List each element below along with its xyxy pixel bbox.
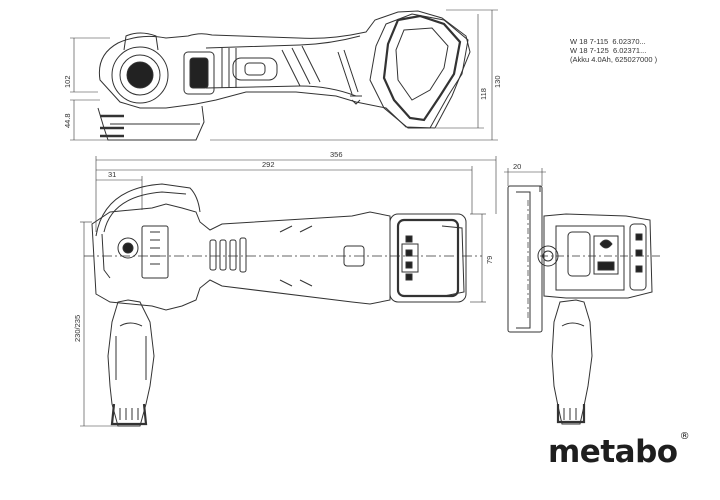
side-view — [97, 10, 471, 141]
dim-side-head: 102 — [63, 75, 72, 88]
registered-mark: ® — [679, 430, 690, 442]
model-name-2: W 18 7-125 — [570, 46, 609, 55]
model-code-2: 6.02371... — [612, 46, 647, 55]
end-view-dimensions — [504, 168, 546, 186]
model-line-2: W 18 7-125 6.02371... — [570, 46, 646, 55]
dim-length-head: 292 — [262, 160, 275, 169]
battery-note: (Akku 4.0Ah, 625027000 ) — [570, 55, 658, 64]
plan-view — [84, 183, 482, 427]
dimension-labels: 102 44.8 118 130 356 292 31 79 230/235 2… — [63, 75, 521, 342]
dim-depth-disc: 20 — [513, 162, 521, 171]
model-name-1: W 18 7-115 — [570, 37, 609, 46]
plan-view-dimensions — [80, 156, 497, 427]
model-line-1: W 18 7-115 6.02370... — [570, 37, 646, 46]
dim-side-spindle: 44.8 — [63, 113, 72, 128]
model-code-1: 6.02370... — [612, 37, 646, 46]
brand-logo: metabo® — [548, 430, 690, 470]
dim-side-total: 130 — [493, 75, 502, 88]
dim-offset-guard: 31 — [108, 170, 116, 179]
dim-width-battery: 79 — [485, 256, 494, 264]
dim-width-handle: 230/235 — [73, 315, 82, 342]
dim-side-body: 118 — [479, 88, 488, 100]
side-view-dimensions — [70, 9, 498, 141]
brand-wordmark: metabo — [548, 434, 678, 470]
end-view — [507, 185, 660, 425]
dim-length-total: 356 — [330, 150, 343, 159]
